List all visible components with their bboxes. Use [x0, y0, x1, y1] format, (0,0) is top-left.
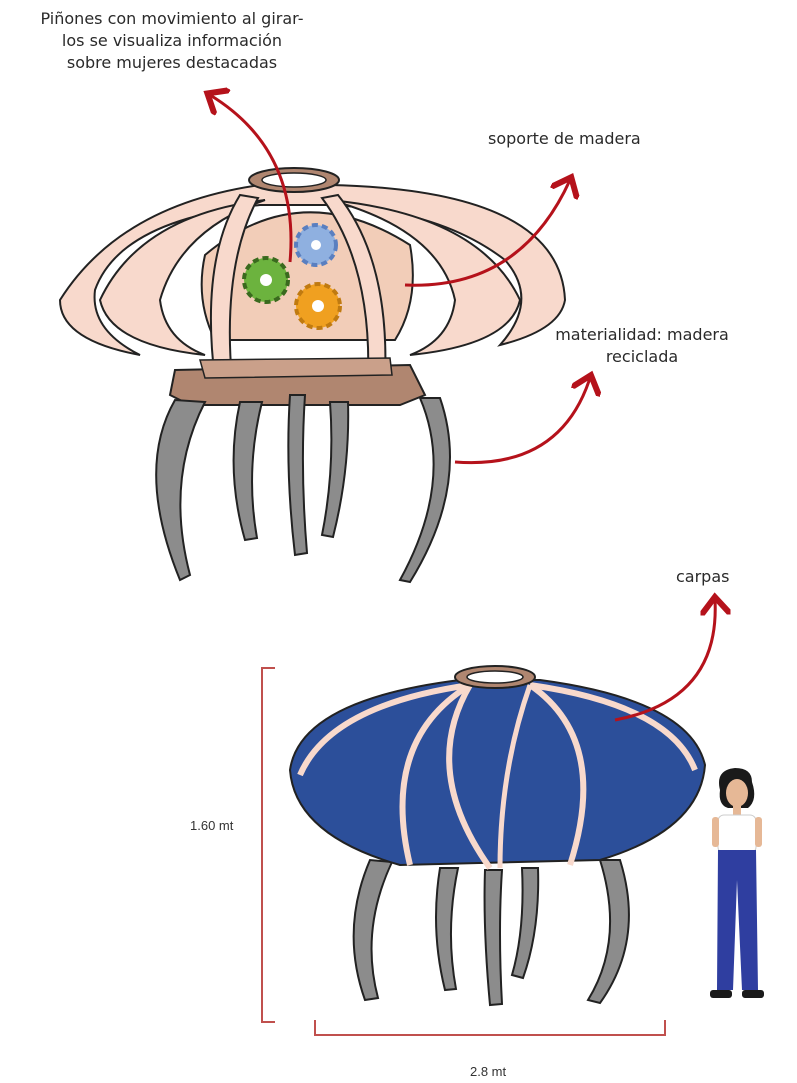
- gear-green-icon: [244, 258, 288, 302]
- width-dimension-line: [315, 1020, 665, 1035]
- material-annotation-line2: reciclada: [532, 346, 752, 368]
- wood-support-label: soporte de madera: [488, 128, 641, 150]
- width-dimension-label: 2.8 mt: [470, 1064, 506, 1079]
- gears-annotation-line1: Piñones con movimiento al girar-: [2, 8, 342, 30]
- gears-annotation: Piñones con movimiento al girar- los se …: [2, 8, 342, 74]
- material-annotation: materialidad: madera reciclada: [532, 324, 752, 368]
- gear-blue-icon: [296, 225, 336, 265]
- material-arrow: [455, 378, 590, 463]
- gears-annotation-line2: los se visualiza información: [2, 30, 342, 52]
- canopy-structure-drawing: [290, 666, 705, 1005]
- height-dimension-line: [262, 668, 275, 1022]
- gears-annotation-line3: sobre mujeres destacadas: [2, 52, 342, 74]
- gear-orange-icon: [296, 284, 340, 328]
- person-figure: [710, 768, 764, 998]
- wooden-structure-drawing: [60, 168, 565, 582]
- material-annotation-line1: materialidad: madera: [532, 324, 752, 346]
- height-dimension-label: 1.60 mt: [190, 818, 233, 833]
- tents-label: carpas: [676, 566, 729, 588]
